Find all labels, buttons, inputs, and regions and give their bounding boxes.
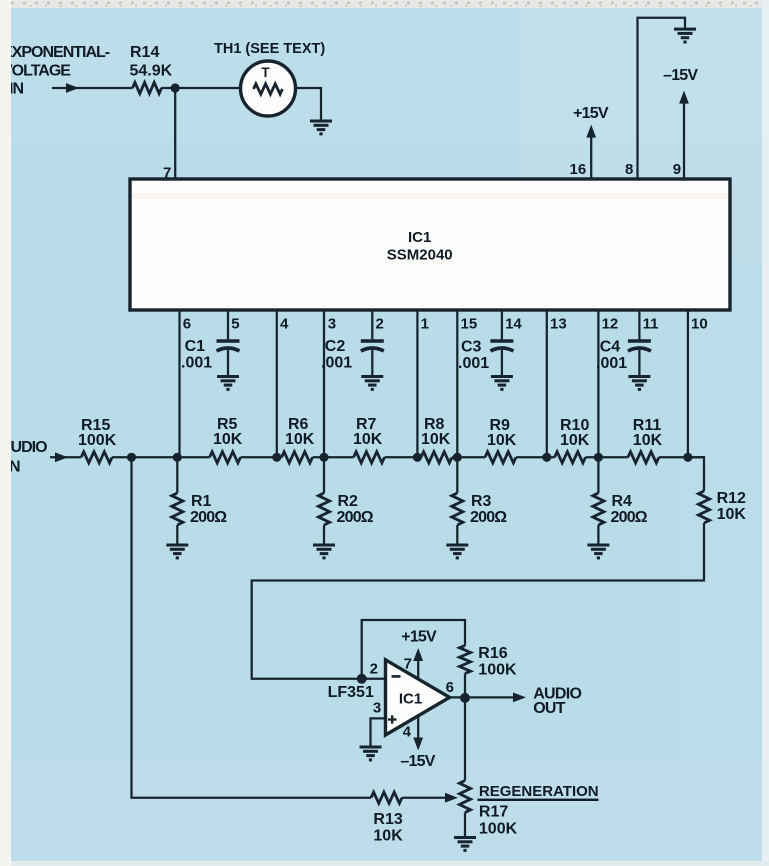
svg-text:LF351: LF351	[328, 684, 374, 701]
svg-text:10K: 10K	[560, 432, 590, 449]
svg-text:AUDIO: AUDIO	[533, 686, 581, 703]
svg-text:54.9K: 54.9K	[130, 62, 173, 79]
svg-text:R12: R12	[717, 490, 746, 507]
svg-text:14: 14	[505, 316, 522, 333]
svg-text:R5: R5	[217, 416, 238, 433]
svg-text:10K: 10K	[285, 431, 315, 448]
svg-text:15: 15	[461, 316, 478, 333]
svg-text:6: 6	[183, 316, 191, 333]
svg-text:7: 7	[163, 165, 171, 182]
svg-text:.001: .001	[458, 355, 489, 372]
svg-text:10K: 10K	[717, 506, 747, 523]
svg-text:IC1: IC1	[408, 229, 431, 246]
svg-text:2: 2	[370, 661, 378, 678]
svg-text:10K: 10K	[353, 431, 383, 448]
svg-text:R11: R11	[633, 417, 662, 434]
svg-text:VOLTAGE: VOLTAGE	[2, 62, 71, 79]
svg-text:AUDIO: AUDIO	[0, 439, 47, 456]
svg-text:R4: R4	[612, 493, 633, 510]
svg-text:13: 13	[550, 316, 567, 333]
svg-text:R1: R1	[191, 493, 212, 510]
svg-text:2: 2	[376, 316, 384, 333]
svg-text:R15: R15	[81, 417, 110, 434]
svg-text:100K: 100K	[78, 432, 117, 449]
svg-text:16: 16	[570, 161, 587, 178]
svg-text:11: 11	[643, 316, 659, 333]
svg-text:10K: 10K	[373, 828, 403, 845]
svg-text:10: 10	[691, 316, 708, 333]
svg-text:4: 4	[403, 724, 412, 741]
svg-text:6: 6	[446, 679, 454, 696]
svg-text:R14: R14	[130, 44, 159, 61]
svg-text:200Ω: 200Ω	[611, 509, 648, 526]
svg-text:10K: 10K	[421, 431, 451, 448]
svg-text:.001: .001	[321, 355, 352, 372]
svg-text:12: 12	[602, 316, 619, 333]
svg-text:R7: R7	[356, 416, 377, 433]
svg-text:5: 5	[231, 316, 239, 333]
svg-text:R17: R17	[479, 804, 508, 821]
svg-text:+15V: +15V	[401, 629, 437, 646]
svg-text:T: T	[261, 65, 270, 80]
svg-text:IN: IN	[9, 81, 23, 98]
svg-text:R10: R10	[560, 417, 589, 434]
svg-text:–15V: –15V	[663, 67, 698, 84]
svg-text:IC1: IC1	[399, 691, 422, 708]
svg-text:100K: 100K	[478, 662, 517, 679]
svg-text:REGENERATION: REGENERATION	[479, 783, 599, 800]
svg-text:200Ω: 200Ω	[337, 509, 374, 526]
svg-text:R2: R2	[338, 493, 359, 510]
svg-text:–15V: –15V	[400, 753, 435, 770]
svg-text:C4: C4	[600, 339, 621, 356]
svg-text:9: 9	[673, 161, 681, 178]
svg-text:.001: .001	[596, 355, 627, 372]
svg-text:SSM2040: SSM2040	[387, 247, 453, 264]
svg-text:R16: R16	[478, 645, 507, 662]
svg-text:R6: R6	[288, 416, 309, 433]
svg-text:10K: 10K	[487, 432, 517, 449]
svg-text:TH1 (SEE TEXT): TH1 (SEE TEXT)	[214, 41, 325, 57]
svg-text:C2: C2	[325, 338, 346, 355]
svg-text:+15V: +15V	[573, 105, 609, 122]
svg-text:200Ω: 200Ω	[470, 509, 507, 526]
svg-text:4: 4	[280, 316, 289, 333]
svg-text:100K: 100K	[479, 821, 518, 838]
svg-text:10K: 10K	[633, 432, 663, 449]
svg-text:.001: .001	[181, 355, 212, 372]
svg-text:8: 8	[625, 161, 633, 178]
svg-text:7: 7	[404, 656, 412, 673]
svg-text:C3: C3	[461, 339, 482, 356]
svg-text:R8: R8	[424, 416, 445, 433]
svg-text:1: 1	[421, 316, 429, 333]
svg-text:R9: R9	[490, 417, 511, 434]
svg-text:OUT: OUT	[533, 700, 566, 717]
svg-text:3: 3	[328, 316, 336, 333]
svg-text:200Ω: 200Ω	[190, 509, 227, 526]
svg-text:3: 3	[373, 700, 381, 717]
svg-text:R3: R3	[471, 493, 492, 510]
svg-text:C1: C1	[185, 338, 206, 355]
svg-text:EXPONENTIAL-: EXPONENTIAL-	[2, 44, 110, 61]
svg-text:R13: R13	[373, 811, 402, 828]
svg-text:10K: 10K	[213, 431, 243, 448]
